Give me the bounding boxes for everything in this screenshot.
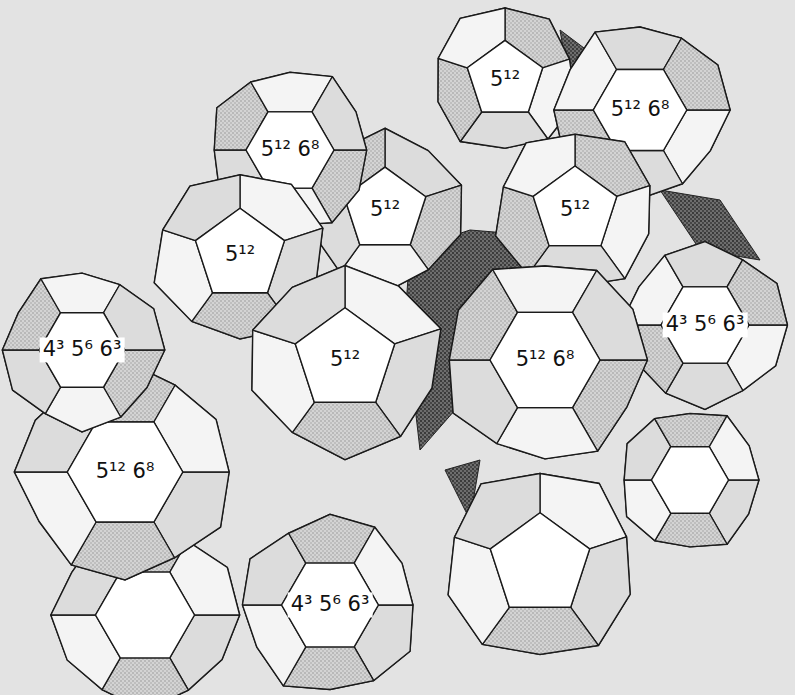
cage-label: 5¹² xyxy=(222,242,258,267)
cage-front-face xyxy=(593,70,687,151)
cage-front-face xyxy=(196,208,285,292)
cage-polyhedron xyxy=(243,514,413,689)
cage-polyhedron xyxy=(624,414,759,547)
cage-polyhedron xyxy=(2,273,164,432)
cage-outline xyxy=(448,474,630,655)
cage-outline xyxy=(2,273,164,432)
cage-label: 5¹² 6⁸ xyxy=(258,137,323,162)
cage-polyhedron xyxy=(620,242,787,410)
cage-outline xyxy=(252,266,441,460)
cage-label: 5¹² xyxy=(557,197,593,222)
cage-front-face xyxy=(96,572,195,658)
cage-polyhedron xyxy=(449,266,647,459)
cage-front-face xyxy=(295,308,394,403)
cage-front-face xyxy=(661,287,749,363)
cage-label: 4³ 5⁶ 6³ xyxy=(40,337,125,362)
cage-label: 5¹² xyxy=(367,197,403,222)
cage-outline xyxy=(438,8,576,148)
cage-outline xyxy=(624,414,759,547)
cage-polyhedron xyxy=(252,266,441,460)
cage-polyhedron xyxy=(438,8,576,148)
cage-outline xyxy=(496,134,650,286)
cage-front-face xyxy=(282,563,379,647)
cage-front-face xyxy=(652,447,729,514)
cage-front-face xyxy=(246,112,334,188)
cage-label: 5¹² xyxy=(487,67,523,92)
cage-front-face xyxy=(533,166,617,246)
cage-outline xyxy=(243,514,413,689)
cage-front-face xyxy=(467,40,542,112)
cage-label: 4³ 5⁶ 6³ xyxy=(663,312,748,337)
cage-label: 5¹² xyxy=(327,347,363,372)
cage-label: 5¹² 6⁸ xyxy=(93,459,158,484)
cage-front-face xyxy=(67,422,183,522)
cage-label: 4³ 5⁶ 6³ xyxy=(288,592,373,617)
cage-label: 5¹² 6⁸ xyxy=(608,97,673,122)
cage-front-face xyxy=(490,513,589,608)
cage-outline xyxy=(449,266,647,459)
cage-polyhedron xyxy=(448,474,630,655)
cage-front-face xyxy=(39,313,125,387)
cage-outline xyxy=(620,242,787,410)
cage-polyhedron xyxy=(496,134,650,286)
cage-label: 5¹² 6⁸ xyxy=(513,347,578,372)
cage-front-face xyxy=(490,312,600,407)
